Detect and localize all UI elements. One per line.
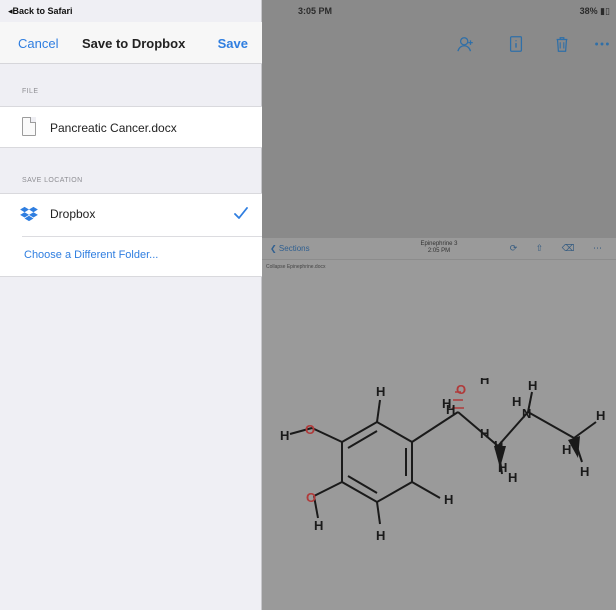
stereo-bond-hash xyxy=(452,391,464,409)
document-subbar: Collapse Epinephrine.docx xyxy=(266,264,326,270)
atom-label: H xyxy=(498,460,507,475)
choose-folder-row[interactable]: Choose a Different Folder... xyxy=(0,237,262,277)
document-info-icon[interactable] xyxy=(506,34,526,54)
save-location-section-header: SAVE LOCATION xyxy=(22,177,83,184)
atom-label: H xyxy=(512,394,521,409)
atom-label: H xyxy=(314,518,323,533)
atom-label: H xyxy=(480,426,489,441)
atom-label: H xyxy=(508,470,517,485)
background-app: 3:05 PM 38% ▮▯ ❮ Sections Epinephrine 3 … xyxy=(262,0,616,610)
document-title: Epinephrine 3 2:05 PM xyxy=(420,241,458,254)
atom-label: N xyxy=(522,406,531,421)
atom-label: H xyxy=(280,428,289,443)
atom-label: H xyxy=(580,464,589,479)
atom-label: H xyxy=(446,402,455,417)
document-action-icons[interactable]: ⟳ ⇧ ⌫ ⋯ xyxy=(509,243,610,253)
trash-icon[interactable] xyxy=(552,34,572,54)
embedded-document: ❮ Sections Epinephrine 3 2:05 PM ⟳ ⇧ ⌫ ⋯… xyxy=(262,238,616,610)
molecule-bonds xyxy=(289,391,597,525)
document-icon xyxy=(22,117,36,136)
atom-label: O xyxy=(306,490,316,505)
atom-label: H xyxy=(596,408,605,423)
file-name: Pancreatic Cancer.docx xyxy=(50,121,177,135)
atom-label: H xyxy=(444,492,453,507)
more-icon[interactable] xyxy=(592,34,612,54)
location-name: Dropbox xyxy=(50,207,96,221)
atom-label: H xyxy=(480,378,489,387)
atom-label: H xyxy=(528,378,537,393)
atom-labels: H O H H O H H H H N H H H H H H H H O H xyxy=(280,378,605,543)
atom-label: H xyxy=(376,384,385,399)
file-section-header: FILE xyxy=(22,88,39,95)
sheet-nav-bar: Cancel Save to Dropbox Save xyxy=(0,22,262,64)
molecule-diagram: H O H H O H H H H N H H H H H H H H O H xyxy=(280,378,605,543)
atom-label: H xyxy=(442,396,451,411)
status-battery: 38% ▮▯ xyxy=(579,6,610,16)
save-to-dropbox-sheet: ◂Back to Safari Cancel Save to Dropbox S… xyxy=(0,0,262,610)
add-person-icon[interactable] xyxy=(456,34,476,54)
document-back-link[interactable]: ❮ Sections xyxy=(270,244,310,253)
dropbox-icon xyxy=(20,206,38,222)
save-button[interactable]: Save xyxy=(217,36,248,51)
back-to-app-link[interactable]: ◂Back to Safari xyxy=(8,6,73,16)
stereo-bond-wedge xyxy=(494,446,506,468)
document-nav-bar: ❮ Sections Epinephrine 3 2:05 PM ⟳ ⇧ ⌫ ⋯ xyxy=(262,238,616,260)
status-bar: 3:05 PM 38% ▮▯ xyxy=(262,0,616,22)
atom-label: H xyxy=(562,442,571,457)
atom-label: O xyxy=(305,422,315,437)
atom-label: H xyxy=(494,438,503,453)
stereo-bond-wedge-2 xyxy=(568,436,580,458)
checkmark-icon xyxy=(234,207,248,219)
status-time: 3:05 PM xyxy=(298,6,333,16)
row-divider xyxy=(22,236,262,237)
sheet-title: Save to Dropbox xyxy=(82,36,186,51)
background-toolbar xyxy=(262,24,616,64)
cancel-button[interactable]: Cancel xyxy=(18,36,59,51)
choose-different-folder-link[interactable]: Choose a Different Folder... xyxy=(24,249,159,261)
atom-label: O xyxy=(456,382,466,397)
atom-label: H xyxy=(376,528,385,543)
file-cell: Pancreatic Cancer.docx xyxy=(0,106,262,148)
save-location-cell: Dropbox Choose a Different Folder... xyxy=(0,193,262,277)
location-row-dropbox[interactable]: Dropbox xyxy=(0,194,262,236)
